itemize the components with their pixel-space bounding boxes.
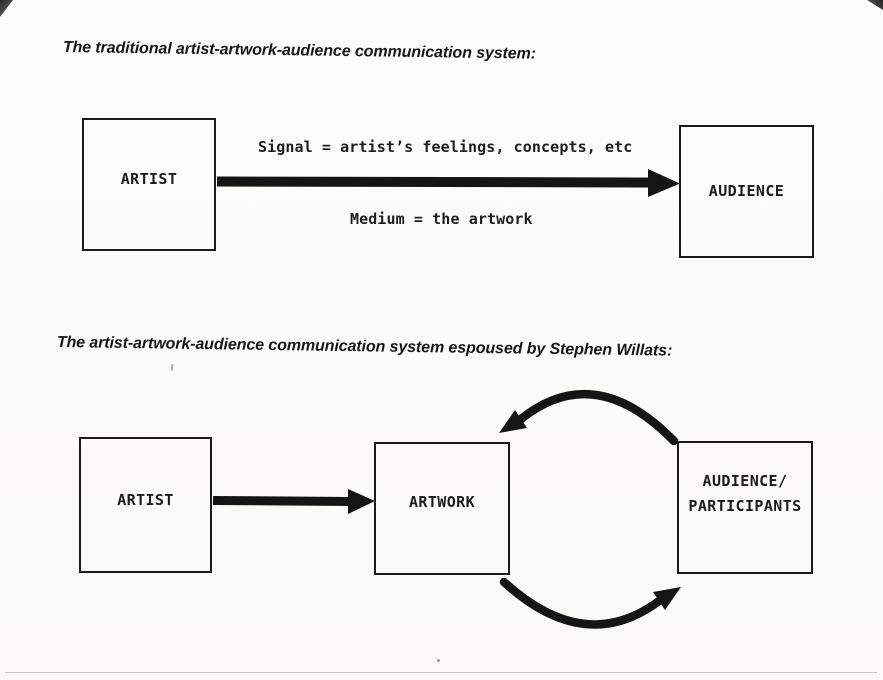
diagram1-artist-label: ARTIST xyxy=(120,170,178,188)
diagram2-curved-arrow-bottom-icon xyxy=(499,577,681,629)
scan-artifact-gray-speck xyxy=(437,659,440,662)
diagram2-audience-label-line1: AUDIENCE/ xyxy=(702,471,788,490)
scan-artifact-bottom-edge-line xyxy=(5,672,877,673)
diagram1-signal-label: Signal = artist’s feelings, concepts, et… xyxy=(258,138,633,156)
diagram2-audience-label: AUDIENCE/ PARTICIPANTS xyxy=(688,469,801,519)
scan-artifact-top-right-corner xyxy=(867,0,883,10)
diagram2-artist-box: ARTIST xyxy=(79,437,212,573)
diagram2-audience-label-line2: PARTICIPANTS xyxy=(688,496,802,515)
diagram1-artist-box: ARTIST xyxy=(82,118,216,251)
diagram1-audience-label: AUDIENCE xyxy=(708,182,785,200)
diagram2-audience-box: AUDIENCE/ PARTICIPANTS xyxy=(677,441,813,574)
diagram1-audience-box: AUDIENCE xyxy=(679,125,814,258)
diagram2-artwork-label: ARTWORK xyxy=(408,492,475,511)
diagram2-heading: The artist-artwork-audience communicatio… xyxy=(56,334,673,360)
diagram2-arrow-right-icon xyxy=(212,489,375,514)
diagram2-curved-arrow-top-icon xyxy=(499,389,679,446)
diagram2-artist-label: ARTIST xyxy=(117,490,174,509)
diagram1-medium-label: Medium = the artwork xyxy=(350,210,533,228)
scan-artifact-top-left-corner xyxy=(0,0,13,17)
scan-artifact-red-speck xyxy=(170,363,174,372)
diagram2-artwork-box: ARTWORK xyxy=(374,442,510,575)
diagram1-heading: The traditional artist-artwork-audience … xyxy=(62,39,537,63)
diagram1-arrow-right-icon xyxy=(216,169,680,197)
